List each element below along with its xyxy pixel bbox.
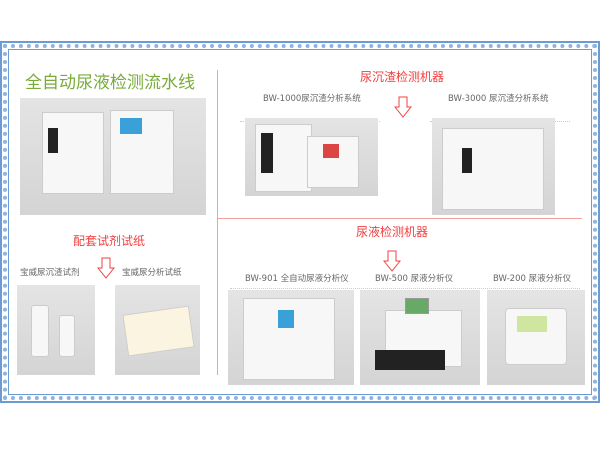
product-label-bw3000: BW-3000 尿沉渣分析系统 [448, 94, 549, 104]
pipeline-image [20, 98, 206, 215]
arrow-down-icon [383, 250, 401, 272]
product-label-bw1000: BW-1000尿沉渣分析系统 [263, 94, 361, 104]
bw200-image [487, 290, 585, 385]
product-label-sediment-reagent: 宝威尿沉渣试剂 [20, 268, 80, 278]
product-label-bw500: BW-500 尿液分析仪 [375, 274, 454, 284]
product-label-bw901: BW-901 全自动尿液分析仪 [245, 274, 349, 284]
bw1000-image [245, 118, 378, 196]
divider-horizontal [217, 218, 582, 219]
reagent-image [17, 285, 95, 375]
divider-vertical [217, 70, 218, 375]
bw500-image [360, 290, 480, 385]
arrow-down-icon [97, 257, 115, 279]
product-label-test-strip: 宝威尿分析试纸 [122, 268, 182, 278]
product-label-bw200: BW-200 尿液分析仪 [493, 274, 572, 284]
reagents-heading: 配套试剂试纸 [73, 234, 146, 248]
urine-heading: 尿液检测机器 [356, 225, 429, 239]
test-strip-image [115, 285, 200, 375]
arrow-down-icon [394, 96, 412, 118]
bw901-image [228, 290, 354, 385]
pipeline-title: 全自动尿液检测流水线 [25, 73, 195, 93]
bw3000-image [432, 118, 555, 215]
decorative-frame [0, 41, 600, 403]
sediment-heading: 尿沉渣检测机器 [360, 70, 445, 84]
